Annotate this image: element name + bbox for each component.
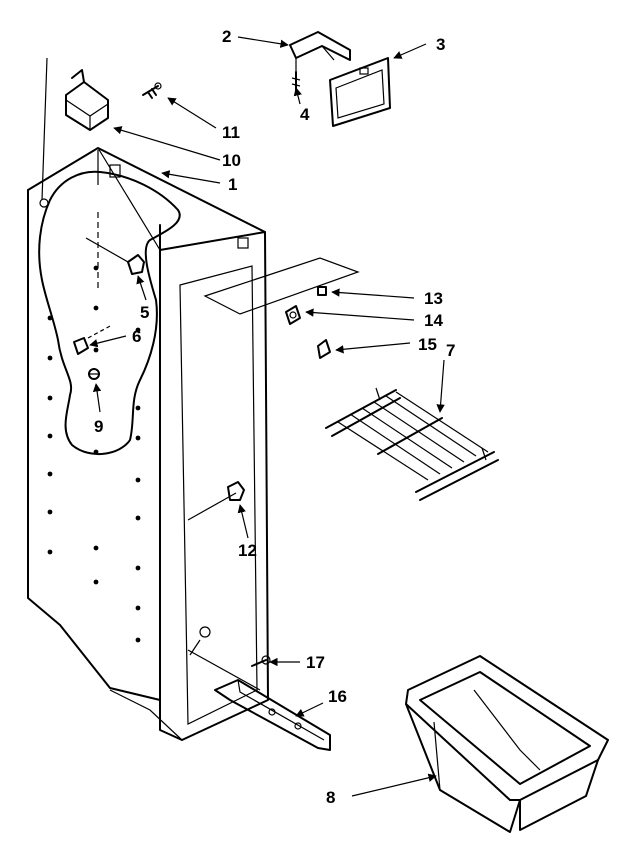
- screw-part-4: [291, 71, 301, 91]
- freezer-liner-part-1: [27, 147, 269, 741]
- screw-part-11: [142, 82, 162, 99]
- liner-mounting-holes: [47, 265, 141, 643]
- callout-leaders: [89, 36, 445, 797]
- callout-15: 15: [418, 335, 437, 354]
- callout-6: 6: [132, 327, 141, 346]
- callout-13: 13: [424, 289, 443, 308]
- callout-17: 17: [306, 653, 325, 672]
- callout-9: 9: [94, 417, 103, 436]
- clip-part-15: [317, 339, 331, 359]
- bracket-part-16: [214, 679, 331, 751]
- fastener-part-9: [88, 368, 100, 380]
- callout-7: 7: [446, 341, 455, 360]
- clip-part-6: [73, 324, 113, 355]
- clip-part-12: [227, 481, 245, 501]
- callout-10: 10: [222, 151, 241, 170]
- callout-1: 1: [228, 175, 237, 194]
- callout-labels: 1 2 3 4 5 6 7 8 9 10 11 12 13 14 15 16 1…: [94, 27, 455, 807]
- cover-part-3: [329, 57, 391, 127]
- bracket-part-14: [285, 305, 301, 325]
- grommet-icon: [39, 198, 49, 208]
- screw-part-13: [317, 286, 327, 296]
- bracket-part-2: [289, 31, 351, 72]
- callout-16: 16: [328, 687, 347, 706]
- freezer-bin-part-8: [405, 655, 609, 833]
- callout-4: 4: [300, 105, 310, 124]
- callout-12: 12: [238, 541, 257, 560]
- bracket-part-10: [65, 69, 109, 131]
- shelf-support-plate: [203, 257, 360, 315]
- callout-3: 3: [436, 35, 445, 54]
- callout-11: 11: [222, 123, 240, 142]
- wire-shelf-part-7: [325, 387, 499, 501]
- wiring-harness-loop: [38, 170, 181, 456]
- wire-lead-to-harness: [41, 57, 48, 201]
- callout-2: 2: [222, 27, 231, 46]
- callout-14: 14: [424, 311, 443, 330]
- clip-part-5: [127, 254, 145, 275]
- callout-5: 5: [140, 303, 149, 322]
- callout-8: 8: [326, 788, 335, 807]
